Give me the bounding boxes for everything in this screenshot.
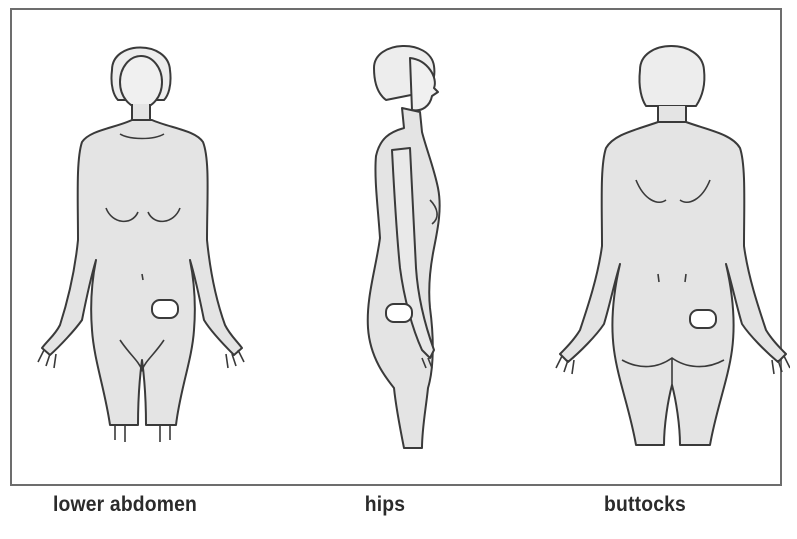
caption-buttocks: buttocks	[604, 493, 686, 516]
injection-site-lower-abdomen	[151, 299, 179, 319]
back-body-illustration	[555, 45, 790, 446]
caption-lower-abdomen: lower abdomen	[52, 493, 198, 516]
injection-site-hips	[385, 303, 413, 323]
front-body-illustration	[37, 46, 245, 442]
front-view-figure	[20, 30, 270, 460]
caption-hips: hips	[364, 493, 406, 516]
side-body-illustration	[366, 45, 441, 449]
back-view-figure	[540, 30, 790, 460]
side-view-figure	[330, 28, 470, 468]
injection-site-buttocks	[689, 309, 717, 329]
